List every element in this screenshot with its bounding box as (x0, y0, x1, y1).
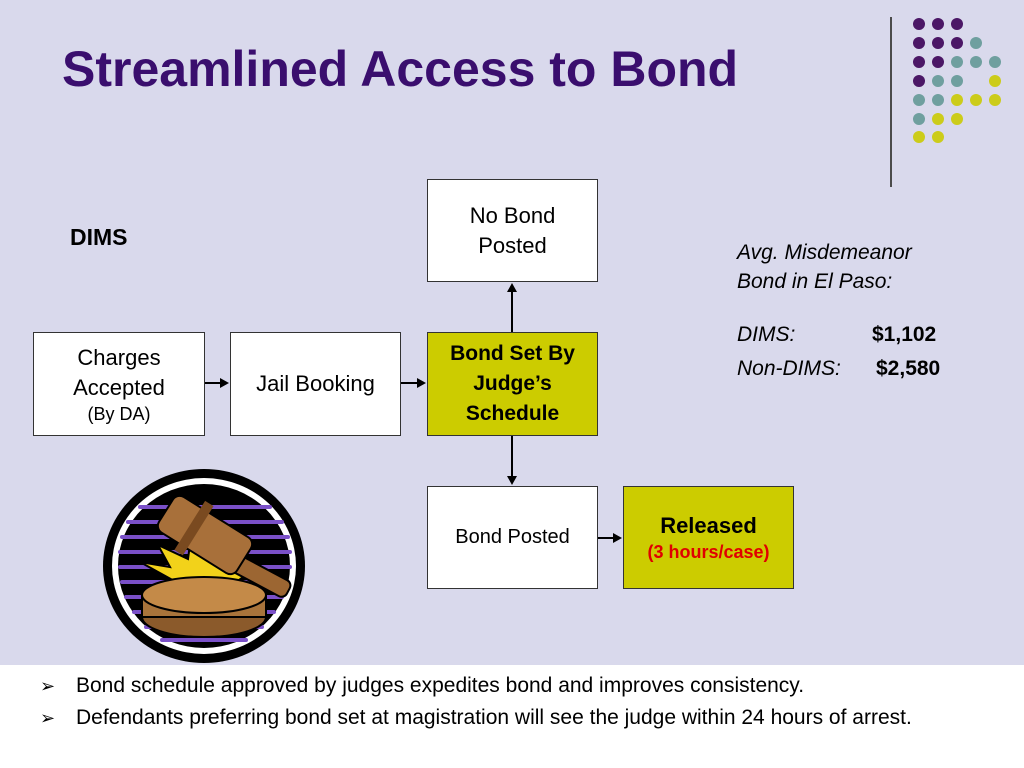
bond-set-line-2: Judge’s (473, 372, 552, 395)
arrowhead-bondset (417, 378, 426, 388)
jail-booking-box: Jail Booking (230, 332, 401, 436)
nondims-avg-label: Non-DIMS: (737, 357, 841, 380)
bullet-item: ➢ Bond schedule approved by judges exped… (38, 673, 1018, 699)
bond-set-box: Bond Set By Judge’s Schedule (427, 332, 598, 436)
avg-heading-line-1: Avg. Misdemeanor (737, 241, 912, 264)
bond-set-line-1: Bond Set By (450, 342, 575, 365)
charges-line-2: Accepted (73, 375, 165, 400)
bond-posted-box: Bond Posted (427, 486, 598, 589)
bullet-item: ➢ Defendants preferring bond set at magi… (38, 705, 1018, 731)
jail-booking-label: Jail Booking (256, 371, 375, 396)
released-label: Released (660, 512, 757, 538)
avg-bond-heading: Avg. Misdemeanor Bond in El Paso: (737, 238, 997, 296)
dims-avg-value: $1,102 (872, 323, 937, 346)
bullet-text: Bond schedule approved by judges expedit… (76, 674, 805, 697)
bond-posted-label: Bond Posted (455, 526, 570, 548)
bullet-list: ➢ Bond schedule approved by judges exped… (38, 673, 1018, 737)
arrowhead-released (613, 533, 622, 543)
slide: Streamlined Access to Bond DIMS No Bond … (33, 17, 1001, 663)
charges-line-1: Charges (77, 345, 161, 370)
bullet-arrow-icon: ➢ (40, 676, 56, 696)
no-bond-posted-box: No Bond Posted (427, 179, 598, 282)
charges-line-3: (By DA) (87, 404, 151, 424)
released-duration: (3 hours/case) (647, 541, 770, 562)
no-bond-line-1: No Bond (469, 202, 556, 228)
gavel-icon (103, 469, 305, 663)
bond-set-line-3: Schedule (465, 402, 560, 425)
arrowhead-nobond (507, 283, 517, 292)
nondims-avg-value: $2,580 (876, 357, 941, 380)
decorative-dot-grid (913, 18, 1001, 143)
dims-heading: DIMS (70, 224, 128, 250)
arrowhead-jail (220, 378, 229, 388)
released-box: Released (3 hours/case) (623, 486, 794, 589)
slide-title: Streamlined Access to Bond (62, 41, 739, 97)
no-bond-line-2: Posted (478, 232, 547, 258)
charges-accepted-box: Charges Accepted (By DA) (33, 332, 205, 436)
avg-heading-line-2: Bond in El Paso: (737, 270, 893, 293)
arrowhead-posted (507, 476, 517, 485)
flow-arrows (205, 283, 622, 543)
decorative-vertical-line (890, 17, 892, 187)
bullet-text: Defendants preferring bond set at magist… (76, 706, 912, 729)
dims-avg-label: DIMS: (737, 323, 796, 346)
bullet-arrow-icon: ➢ (40, 708, 56, 728)
bullet-list-panel: ➢ Bond schedule approved by judges exped… (0, 665, 1024, 768)
